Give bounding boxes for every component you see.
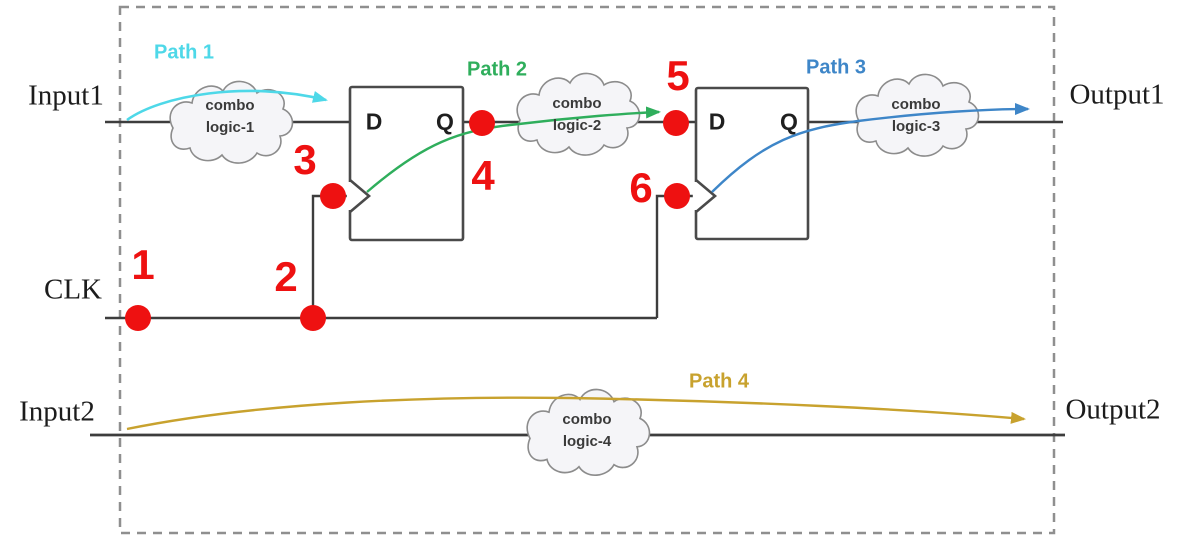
- point-1-dot: [125, 305, 151, 331]
- combo-logic-3-line2: logic-3: [891, 118, 941, 135]
- flipflop1-d-pin-label: D: [365, 108, 383, 135]
- output2-label: Output2: [1065, 393, 1161, 426]
- point-2-number: 2: [274, 253, 298, 300]
- path4-label: Path 4: [688, 370, 750, 393]
- combo-logic-3-text: combo logic-3: [891, 94, 940, 138]
- clk-label: CLK: [44, 273, 102, 306]
- combo-logic-1-line2: logic-1: [205, 119, 255, 136]
- path1-label: Path 1: [153, 41, 215, 64]
- point-4-number: 4: [471, 152, 495, 199]
- point-3-dot: [320, 183, 346, 209]
- path1-curve: [126, 89, 328, 122]
- output1-label: Output1: [1069, 78, 1165, 111]
- input2-label: Input2: [19, 395, 95, 428]
- path3-label: Path 3: [805, 56, 867, 79]
- flipflop2-box: [694, 86, 810, 241]
- input1-label: Input1: [28, 79, 104, 112]
- combo-logic-4-text: combo logic-4: [562, 409, 611, 453]
- flipflop1-box: [348, 85, 465, 242]
- path2-label: Path 2: [466, 58, 528, 81]
- flipflop2-clock-notch: [692, 182, 699, 210]
- flipflop1-q-pin-label: Q: [436, 108, 454, 135]
- point-6-dot: [664, 183, 690, 209]
- combo-logic-2-line2: logic-2: [552, 117, 602, 134]
- path3-curve: [711, 103, 1030, 193]
- point-2-dot: [300, 305, 326, 331]
- combo-logic-3-line1: combo: [891, 96, 941, 113]
- point-5-dot: [663, 110, 689, 136]
- combo-logic-4-line2: logic-4: [562, 433, 612, 450]
- flipflop1-clock-triangle: [349, 179, 372, 213]
- design-boundary-dashed-box: [118, 5, 1056, 535]
- path4-curve: [126, 396, 1026, 431]
- combo-logic-1-text: combo logic-1: [205, 95, 254, 139]
- point-1-number: 1: [131, 241, 155, 288]
- combo-logic-2-text: combo logic-2: [552, 93, 601, 137]
- combo-logic-2-line1: combo: [552, 95, 602, 112]
- point-6-number: 6: [629, 164, 653, 211]
- path2-curve: [366, 106, 661, 193]
- flipflop1-clock-notch: [346, 182, 353, 210]
- point-4-dot: [469, 110, 495, 136]
- flipflop2-d-pin-label: D: [708, 108, 726, 135]
- point-5-number: 5: [666, 52, 690, 99]
- flipflop2-q-pin-label: Q: [780, 108, 798, 135]
- flipflop2-clock-triangle: [695, 179, 718, 213]
- point-3-number: 3: [293, 136, 317, 183]
- combo-logic-4-line1: combo: [562, 411, 612, 428]
- combo-logic-1-line1: combo: [205, 97, 255, 114]
